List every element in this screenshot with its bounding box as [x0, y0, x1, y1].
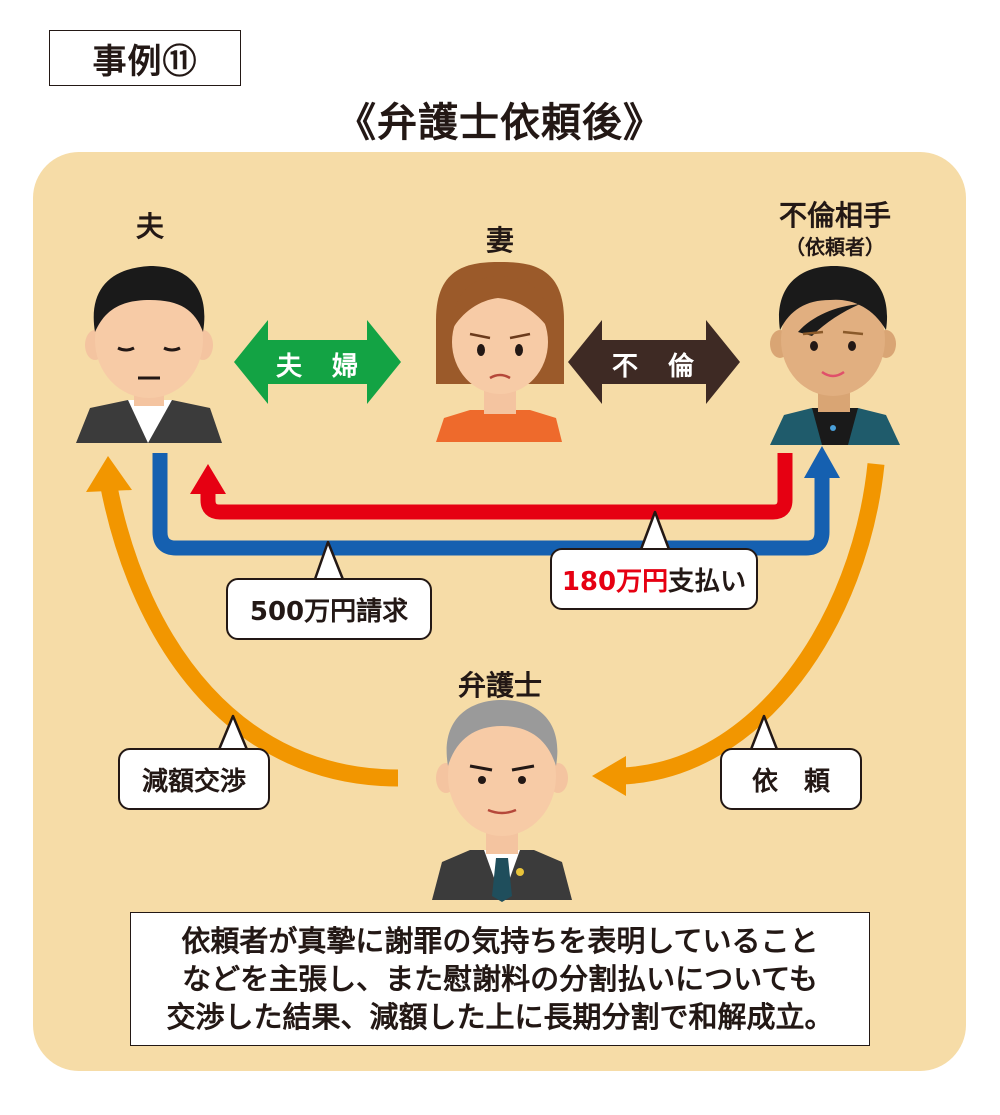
payment-arrowhead: [190, 464, 226, 494]
page-title: 《弁護士依頼後》: [336, 100, 664, 146]
result-box: 依頼者が真摯に謝罪の気持ちを表明していること などを主張し、また慰謝料の分割払い…: [130, 912, 870, 1046]
affair-partner-label: 不倫相手: [778, 199, 891, 232]
husband-figure: [76, 266, 222, 443]
claim-bubble: 500万円請求: [226, 578, 432, 640]
negotiation-arrowhead: [86, 456, 132, 492]
wife-figure: [436, 262, 564, 442]
couple-double-arrow: [234, 320, 401, 404]
case-number: 事例⑪: [92, 41, 198, 82]
case-number-box: 事例⑪: [49, 30, 241, 86]
payment-suffix: 支払い: [668, 566, 747, 597]
result-line: などを主張し、また慰謝料の分割払いについても: [182, 962, 818, 996]
lawyer-figure: [432, 700, 572, 902]
request-arc: [621, 463, 885, 785]
request-bubble: 依 頼: [720, 748, 862, 810]
claim-line: [152, 453, 830, 556]
affair-partner-figure: [770, 266, 900, 445]
negotiation-arc: [99, 480, 399, 787]
lawyer-label: 弁護士: [457, 669, 542, 702]
negotiation-bubble: 減額交渉: [118, 748, 270, 810]
affair-arrow-label: 不 倫: [611, 352, 696, 382]
claim-arrowhead: [804, 446, 840, 478]
payment-bubble: 180万円支払い: [550, 548, 758, 610]
affair-double-arrow: [568, 320, 740, 404]
couple-arrow-label: 夫 婦: [275, 352, 360, 382]
husband-label: 夫: [135, 210, 164, 243]
payment-line: [200, 453, 793, 520]
wife-label: 妻: [485, 224, 514, 257]
bubble-tails: [216, 510, 780, 754]
request-bubble-text: 依 頼: [751, 766, 830, 797]
claim-bubble-text: 500万円請求: [249, 596, 409, 627]
result-line: 依頼者が真摯に謝罪の気持ちを表明していること: [181, 924, 819, 958]
payment-amount: 180万円: [561, 566, 669, 597]
result-line: 交渉した結果、減額した上に長期分割で和解成立。: [166, 1000, 834, 1034]
negotiation-bubble-text: 減額交渉: [141, 766, 246, 797]
affair-partner-note: （依頼者）: [785, 235, 885, 259]
request-arrowhead: [592, 756, 626, 796]
